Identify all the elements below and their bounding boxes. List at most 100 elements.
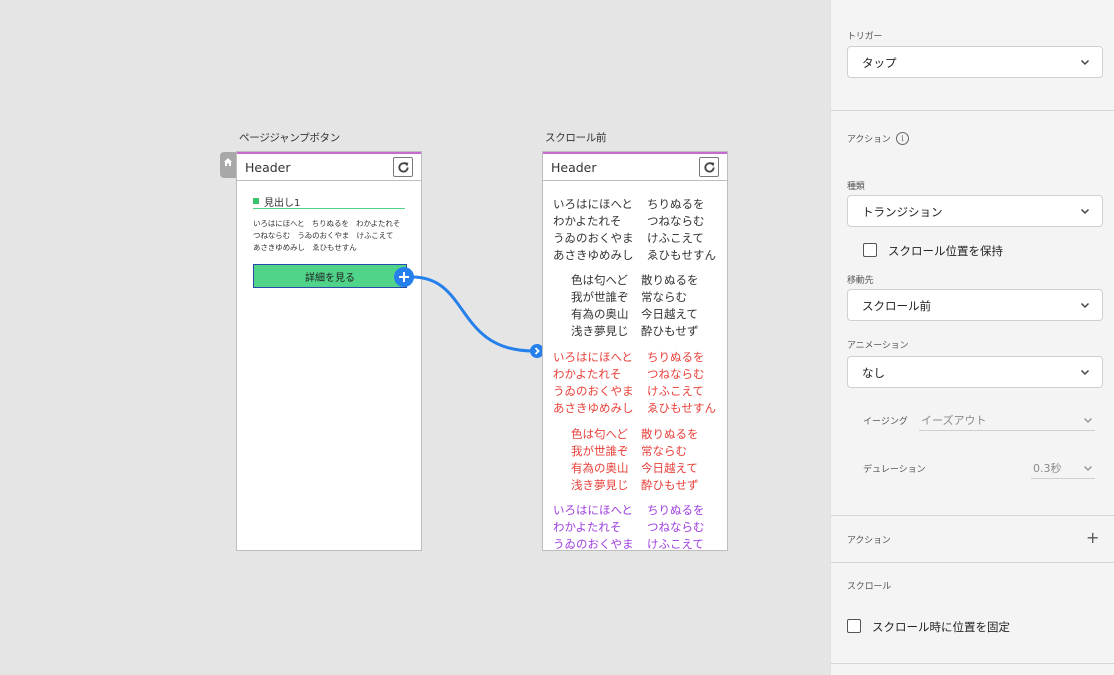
header-bar: Header bbox=[543, 154, 727, 181]
destination-value: スクロール前 bbox=[862, 299, 931, 313]
design-canvas[interactable]: ページジャンプボタン Header 見出し1 いろはにほへと ちりぬるを わかよ… bbox=[0, 0, 830, 675]
chevron-down-icon bbox=[1080, 302, 1090, 309]
action2-label: アクション bbox=[847, 536, 891, 546]
reload-button[interactable] bbox=[393, 157, 413, 177]
scroll-section-label: スクロール bbox=[847, 582, 892, 592]
poem-line-first-half: 有為の奥山 bbox=[571, 461, 629, 475]
poem-block: いろはにほへとちりぬるをわかよたれそつねならむうゐのおくやまけふこえて bbox=[553, 502, 705, 551]
animation-label: アニメーション bbox=[847, 341, 909, 351]
poem-line-first-half: 我が世誰ぞ bbox=[571, 444, 629, 458]
duration-label: デュレーション bbox=[863, 465, 926, 475]
header-bar: Header bbox=[237, 154, 421, 181]
divider bbox=[831, 515, 1114, 516]
poem-line-first-half: あさきゆめみし bbox=[553, 401, 634, 415]
poem-line-second-half: 常ならむ bbox=[641, 290, 687, 304]
heading-marker bbox=[253, 198, 259, 204]
artboard-top-accent bbox=[543, 152, 727, 154]
divider bbox=[831, 562, 1114, 563]
artboard-before-scroll[interactable]: Header いろはにほへとちりぬるをわかよたれそつねならむうゐのおくやまけふこ… bbox=[542, 151, 728, 551]
easing-value: イーズアウト bbox=[921, 414, 987, 427]
reload-button[interactable] bbox=[699, 157, 719, 177]
interaction-wire bbox=[411, 275, 533, 353]
poem-line: 浅き夢見じ酔ひもせず bbox=[571, 477, 699, 494]
type-select[interactable]: トランジション bbox=[847, 195, 1103, 227]
add-action-icon[interactable]: + bbox=[1086, 528, 1100, 547]
add-interaction-handle[interactable] bbox=[394, 267, 414, 287]
target-handle[interactable] bbox=[530, 344, 544, 358]
poem-line-second-half: 今日越えて bbox=[641, 307, 698, 321]
poem-line-first-half: いろはにほへと bbox=[553, 503, 633, 517]
trigger-label: トリガー bbox=[847, 32, 883, 42]
duration-value: 0.3秒 bbox=[1033, 462, 1062, 475]
body-text: いろはにほへと ちりぬるを わかよたれそ つねならむ うゐのおくやま けふこえて… bbox=[253, 219, 408, 252]
fix-position-checkbox[interactable] bbox=[847, 619, 861, 633]
chevron-down-icon bbox=[1083, 465, 1093, 472]
type-value: トランジション bbox=[862, 205, 943, 219]
destination-select[interactable]: スクロール前 bbox=[847, 289, 1103, 321]
poem-line-second-half: 散りぬるを bbox=[641, 273, 699, 287]
action-section-label: アクション bbox=[847, 135, 891, 145]
poem-block: 色は匂へど散りぬるを我が世誰ぞ常ならむ有為の奥山今日越えて浅き夢見じ酔ひもせず bbox=[571, 426, 699, 494]
poem-line-first-half: わかよたれそ bbox=[553, 214, 622, 228]
destination-label: 移動先 bbox=[847, 276, 874, 286]
poem-line: あさきゆめみしゑひもせすん bbox=[553, 247, 716, 264]
poem-line-first-half: うゐのおくやま bbox=[553, 384, 634, 398]
trigger-select[interactable]: タップ bbox=[847, 46, 1103, 78]
poem-line: 色は匂へど散りぬるを bbox=[571, 272, 699, 289]
artboard-page-jump[interactable]: Header 見出し1 いろはにほへと ちりぬるを わかよたれそ つねならむ う… bbox=[236, 151, 422, 551]
poem-line-second-half: けふこえて bbox=[647, 231, 704, 245]
poem-line: 色は匂へど散りぬるを bbox=[571, 426, 699, 443]
poem-line: あさきゆめみしゑひもせすん bbox=[553, 400, 716, 417]
poem-line: いろはにほへとちりぬるを bbox=[553, 196, 716, 213]
poem-line-first-half: うゐのおくやま bbox=[553, 231, 634, 245]
poem-line-first-half: 有為の奥山 bbox=[571, 307, 629, 321]
poem-line: わかよたれそつねならむ bbox=[553, 366, 716, 383]
divider bbox=[831, 110, 1114, 111]
poem-line-first-half: 我が世誰ぞ bbox=[571, 290, 629, 304]
poem-line: うゐのおくやまけふこえて bbox=[553, 230, 716, 247]
poem-line-second-half: ゑひもせすん bbox=[647, 248, 716, 262]
info-icon[interactable]: i bbox=[896, 132, 909, 145]
home-artboard-tab[interactable] bbox=[220, 152, 236, 178]
fix-position-label: スクロール時に位置を固定 bbox=[872, 620, 1010, 634]
type-label: 種類 bbox=[847, 182, 865, 192]
artboard-label-before-scroll[interactable]: スクロール前 bbox=[545, 132, 607, 144]
chevron-right-icon bbox=[534, 347, 540, 355]
poem-line-second-half: ゑひもせすん bbox=[647, 401, 716, 415]
poem-line-second-half: ちりぬるを bbox=[647, 350, 705, 364]
poem-line: いろはにほへとちりぬるを bbox=[553, 502, 705, 519]
poem-line: いろはにほへとちりぬるを bbox=[553, 349, 716, 366]
poem-line-first-half: 色は匂へど bbox=[571, 427, 628, 441]
home-icon bbox=[224, 158, 232, 166]
poem-line-first-half: 色は匂へど bbox=[571, 273, 628, 287]
detail-button[interactable]: 詳細を見る bbox=[253, 264, 407, 288]
poem-line: 有為の奥山今日越えて bbox=[571, 306, 699, 323]
duration-select[interactable]: 0.3秒 bbox=[1031, 457, 1095, 479]
poem-line-second-half: けふこえて bbox=[647, 384, 704, 398]
keep-scroll-checkbox[interactable] bbox=[863, 243, 877, 257]
header-title: Header bbox=[551, 160, 597, 175]
trigger-value: タップ bbox=[862, 56, 897, 70]
poem-line: うゐのおくやまけふこえて bbox=[553, 383, 716, 400]
poem-line-first-half: わかよたれそ bbox=[553, 367, 622, 381]
poem-line: 有為の奥山今日越えて bbox=[571, 460, 699, 477]
poem-line-second-half: 常ならむ bbox=[641, 444, 687, 458]
poem-line: 我が世誰ぞ常ならむ bbox=[571, 443, 699, 460]
easing-select[interactable]: イーズアウト bbox=[919, 409, 1095, 431]
animation-select[interactable]: なし bbox=[847, 356, 1103, 388]
poem-line-second-half: 今日越えて bbox=[641, 461, 698, 475]
easing-label: イージング bbox=[863, 417, 908, 427]
poem-block: いろはにほへとちりぬるをわかよたれそつねならむうゐのおくやまけふこえてあさきゆめ… bbox=[553, 349, 716, 417]
artboard-label-page-jump[interactable]: ページジャンプボタン bbox=[239, 132, 340, 144]
poem-line-first-half: いろはにほへと bbox=[553, 197, 633, 211]
chevron-down-icon bbox=[1080, 208, 1090, 215]
poem-line-second-half: けふこえて bbox=[647, 537, 704, 551]
poem-line-first-half: いろはにほへと bbox=[553, 350, 633, 364]
plus-icon bbox=[399, 272, 409, 282]
header-title: Header bbox=[245, 160, 291, 175]
heading-1: 見出し1 bbox=[253, 196, 405, 209]
keep-scroll-label: スクロール位置を保持 bbox=[888, 244, 1003, 258]
reload-icon bbox=[703, 161, 715, 173]
poem-line-second-half: 酔ひもせず bbox=[641, 324, 699, 338]
chevron-down-icon bbox=[1080, 369, 1090, 376]
